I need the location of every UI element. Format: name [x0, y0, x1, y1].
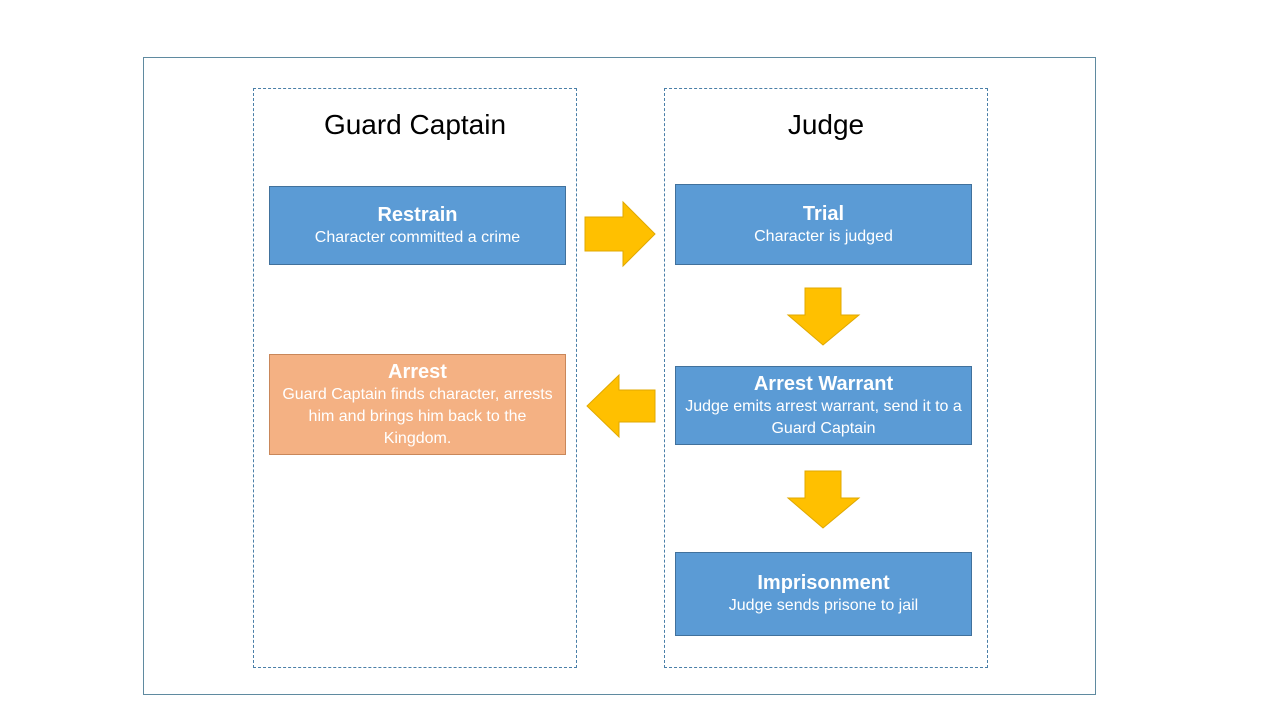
- diagram-frame: [143, 57, 1096, 695]
- guard-captain-lane: Guard Captain: [253, 88, 577, 668]
- arrest-warrant-desc: Judge emits arrest warrant, send it to a…: [685, 397, 962, 437]
- restrain-desc: Character committed a crime: [314, 228, 521, 246]
- restrain-title: Restrain: [377, 203, 458, 226]
- trial-box: Trial Character is judged: [675, 184, 972, 265]
- trial-desc: Character is judged: [754, 227, 893, 245]
- judge-lane: Judge: [664, 88, 988, 668]
- imprisonment-desc: Judge sends prisone to jail: [728, 597, 919, 614]
- arrest-warrant-title: Arrest Warrant: [753, 372, 894, 395]
- arrest-warrant-box: Arrest Warrant Judge emits arrest warran…: [675, 366, 972, 445]
- trial-title: Trial: [802, 202, 845, 225]
- imprisonment-box: Imprisonment Judge sends prisone to jail: [675, 552, 972, 636]
- judge-lane-title: Judge: [787, 109, 865, 140]
- arrow-down-icon: [786, 470, 861, 529]
- arrow-down-icon: [786, 287, 861, 346]
- arrow-right-icon: [584, 200, 656, 268]
- restrain-box: Restrain Character committed a crime: [269, 186, 566, 265]
- arrow-left-icon: [586, 373, 656, 439]
- arrest-box: Arrest Guard Captain finds character, ar…: [269, 354, 566, 455]
- imprisonment-title: Imprisonment: [757, 572, 890, 594]
- guard-captain-lane-title: Guard Captain: [323, 109, 507, 140]
- arrest-desc: Guard Captain finds character, arrests h…: [282, 385, 553, 447]
- arrest-title: Arrest: [388, 360, 447, 383]
